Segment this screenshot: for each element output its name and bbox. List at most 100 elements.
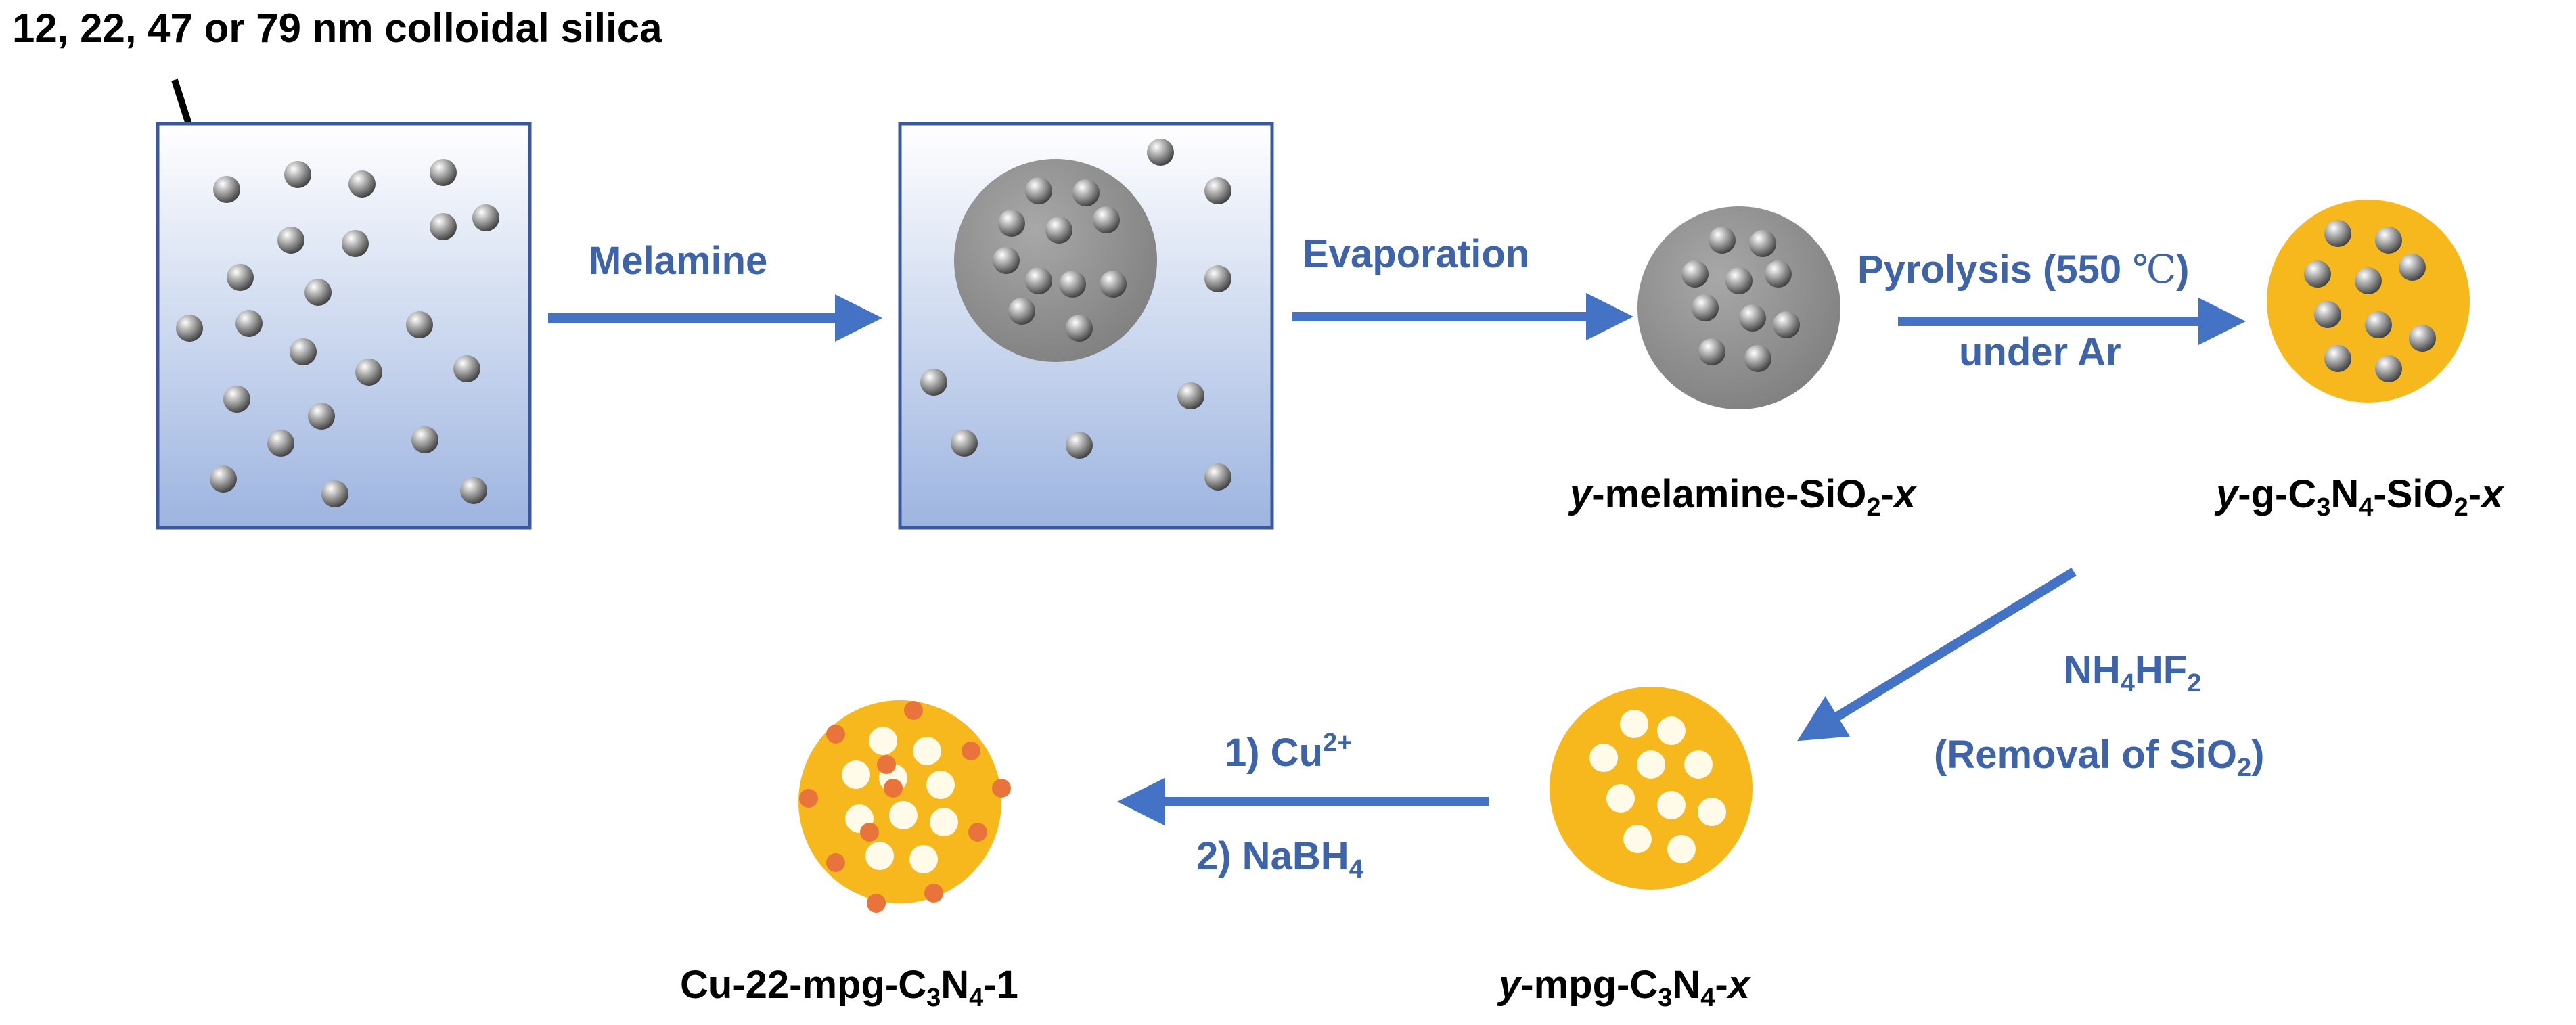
melamine-droplet [954,159,1157,362]
step-evaporation-label: Evaporation [1303,232,1529,276]
silica-particles-group [176,159,499,507]
copper-nanoparticle [826,725,845,744]
silica-sphere [1066,432,1093,459]
silica-sphere [213,176,240,203]
silica-sphere [1147,139,1174,166]
step-under-ar-label: under Ar [1959,330,2121,374]
silica-sphere [277,227,304,254]
pores-group [1589,710,1726,863]
copper-nanoparticles-group [799,701,1011,913]
silica-sphere [1739,304,1766,332]
pore [926,771,955,799]
pore [1657,716,1686,745]
silica-sphere [1681,260,1709,288]
silica-sphere [406,311,433,338]
pore [1667,835,1696,863]
embedded-silica-group-2 [2304,220,2436,382]
pore [889,801,918,829]
copper-nanoparticle [799,789,818,808]
silica-sphere [993,247,1020,274]
silica-sphere [998,210,1025,237]
silica-sphere [1692,294,1719,321]
melamine-silica-particle [1637,206,1840,409]
silica-sphere [1204,265,1231,292]
silica-sphere [223,386,250,413]
silica-sphere [472,204,499,231]
silica-sphere [453,355,480,382]
product-label-melamine-sio2: y-melamine-SiO2-x [1568,472,1918,522]
pore [842,760,870,789]
silica-sphere [176,315,203,342]
pore [909,845,938,873]
silica-sphere [951,430,978,457]
silica-sphere [235,310,263,337]
copper-nanoparticle [992,779,1011,798]
pore [1684,750,1713,779]
copper-nanoparticle [877,755,896,774]
embedded-silica-group [1681,227,1800,372]
mpg-cn-particle [1550,687,1753,890]
pore [1623,825,1652,853]
silica-sphere [1204,177,1231,204]
pore [1606,784,1635,813]
silica-sphere [2324,220,2351,247]
silica-sphere [460,477,487,504]
silica-sphere [1045,217,1072,244]
silica-sphere [304,279,332,306]
silica-sphere [1204,463,1231,491]
silica-sphere [2375,355,2402,382]
step-pyrolysis-label: Pyrolysis (550 ℃) [1857,246,2189,292]
pore [1698,798,1726,826]
copper-nanoparticle [884,779,903,798]
silica-sphere [308,403,335,430]
copper-nanoparticle [860,823,879,842]
silica-sphere [342,230,369,257]
silica-sphere [1177,382,1204,409]
pore [913,737,941,765]
pore [1589,744,1618,772]
step-melamine-label: Melamine [589,239,767,283]
silica-sphere [210,465,237,493]
silica-sphere [411,426,438,453]
copper-nanoparticle [904,701,923,720]
silica-sphere [2355,267,2382,294]
beaker-melamine-silica [898,122,1274,530]
silica-sphere [284,161,311,188]
silica-sphere [267,430,294,457]
silica-sphere [1008,298,1035,325]
silica-particles-group-2 [920,139,1231,491]
arrow-etching [1797,568,2077,742]
silica-sphere [1749,230,1776,257]
silica-sphere [348,170,376,198]
silica-sphere [1744,345,1771,372]
copper-nanoparticle [867,894,886,913]
colloidal-silica-label: 12, 22, 47 or 79 nm colloidal silica [12,5,662,51]
silica-sphere [1698,338,1725,365]
silica-sphere [430,213,457,240]
copper-nanoparticle [826,853,845,872]
product-label-gcn-sio2: y-g-C3N4-SiO2-x [2214,472,2505,522]
silica-sphere [227,264,254,291]
copper-nanoparticle [962,742,980,760]
silica-sphere [1725,267,1753,294]
silica-sphere [2399,254,2426,281]
step-nh4hf2-label: NH4HF2 [2064,648,2201,698]
silica-sphere [2375,227,2402,254]
product-label-cu-mpg-cn: Cu-22-mpg-C3N4-1 [680,963,1018,1012]
silica-sphere [1072,179,1100,206]
silica-sphere [1025,177,1052,204]
silica-sphere [1100,271,1127,298]
product-label-mpg-cn: y-mpg-C3N4-x [1497,963,1752,1012]
silica-sphere [2314,301,2341,328]
silica-sphere [1025,267,1052,294]
silica-sphere [2365,311,2392,338]
silica-sphere [920,369,947,396]
silica-sphere [2324,345,2351,372]
copper-nanoparticle [924,884,943,903]
pore [930,808,958,836]
copper-nanoparticle [968,823,987,842]
silica-sphere [2409,325,2436,352]
pore [1620,710,1648,738]
silica-sphere [1773,311,1800,338]
silica-sphere [1709,227,1736,254]
